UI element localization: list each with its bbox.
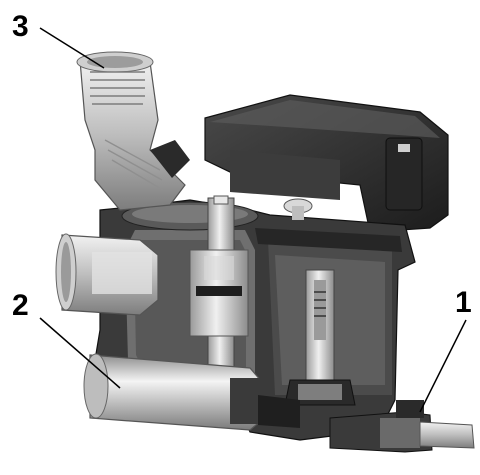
leader-line-2: [39, 317, 121, 389]
side-port: [55, 233, 159, 316]
valve-stem: [284, 269, 356, 406]
callout-2: 2: [12, 289, 29, 322]
callout-3: 3: [12, 10, 29, 43]
central-plunger: [189, 195, 249, 369]
outlet-nozzle: [329, 400, 475, 453]
bottom-cylinder: [83, 353, 300, 431]
control-housing: [204, 94, 449, 233]
leader-line-1: [419, 319, 467, 413]
leader-line-3: [39, 27, 105, 69]
top-knob: [283, 198, 313, 220]
inlet-elbow: [76, 51, 190, 211]
callout-1: 1: [455, 286, 472, 319]
